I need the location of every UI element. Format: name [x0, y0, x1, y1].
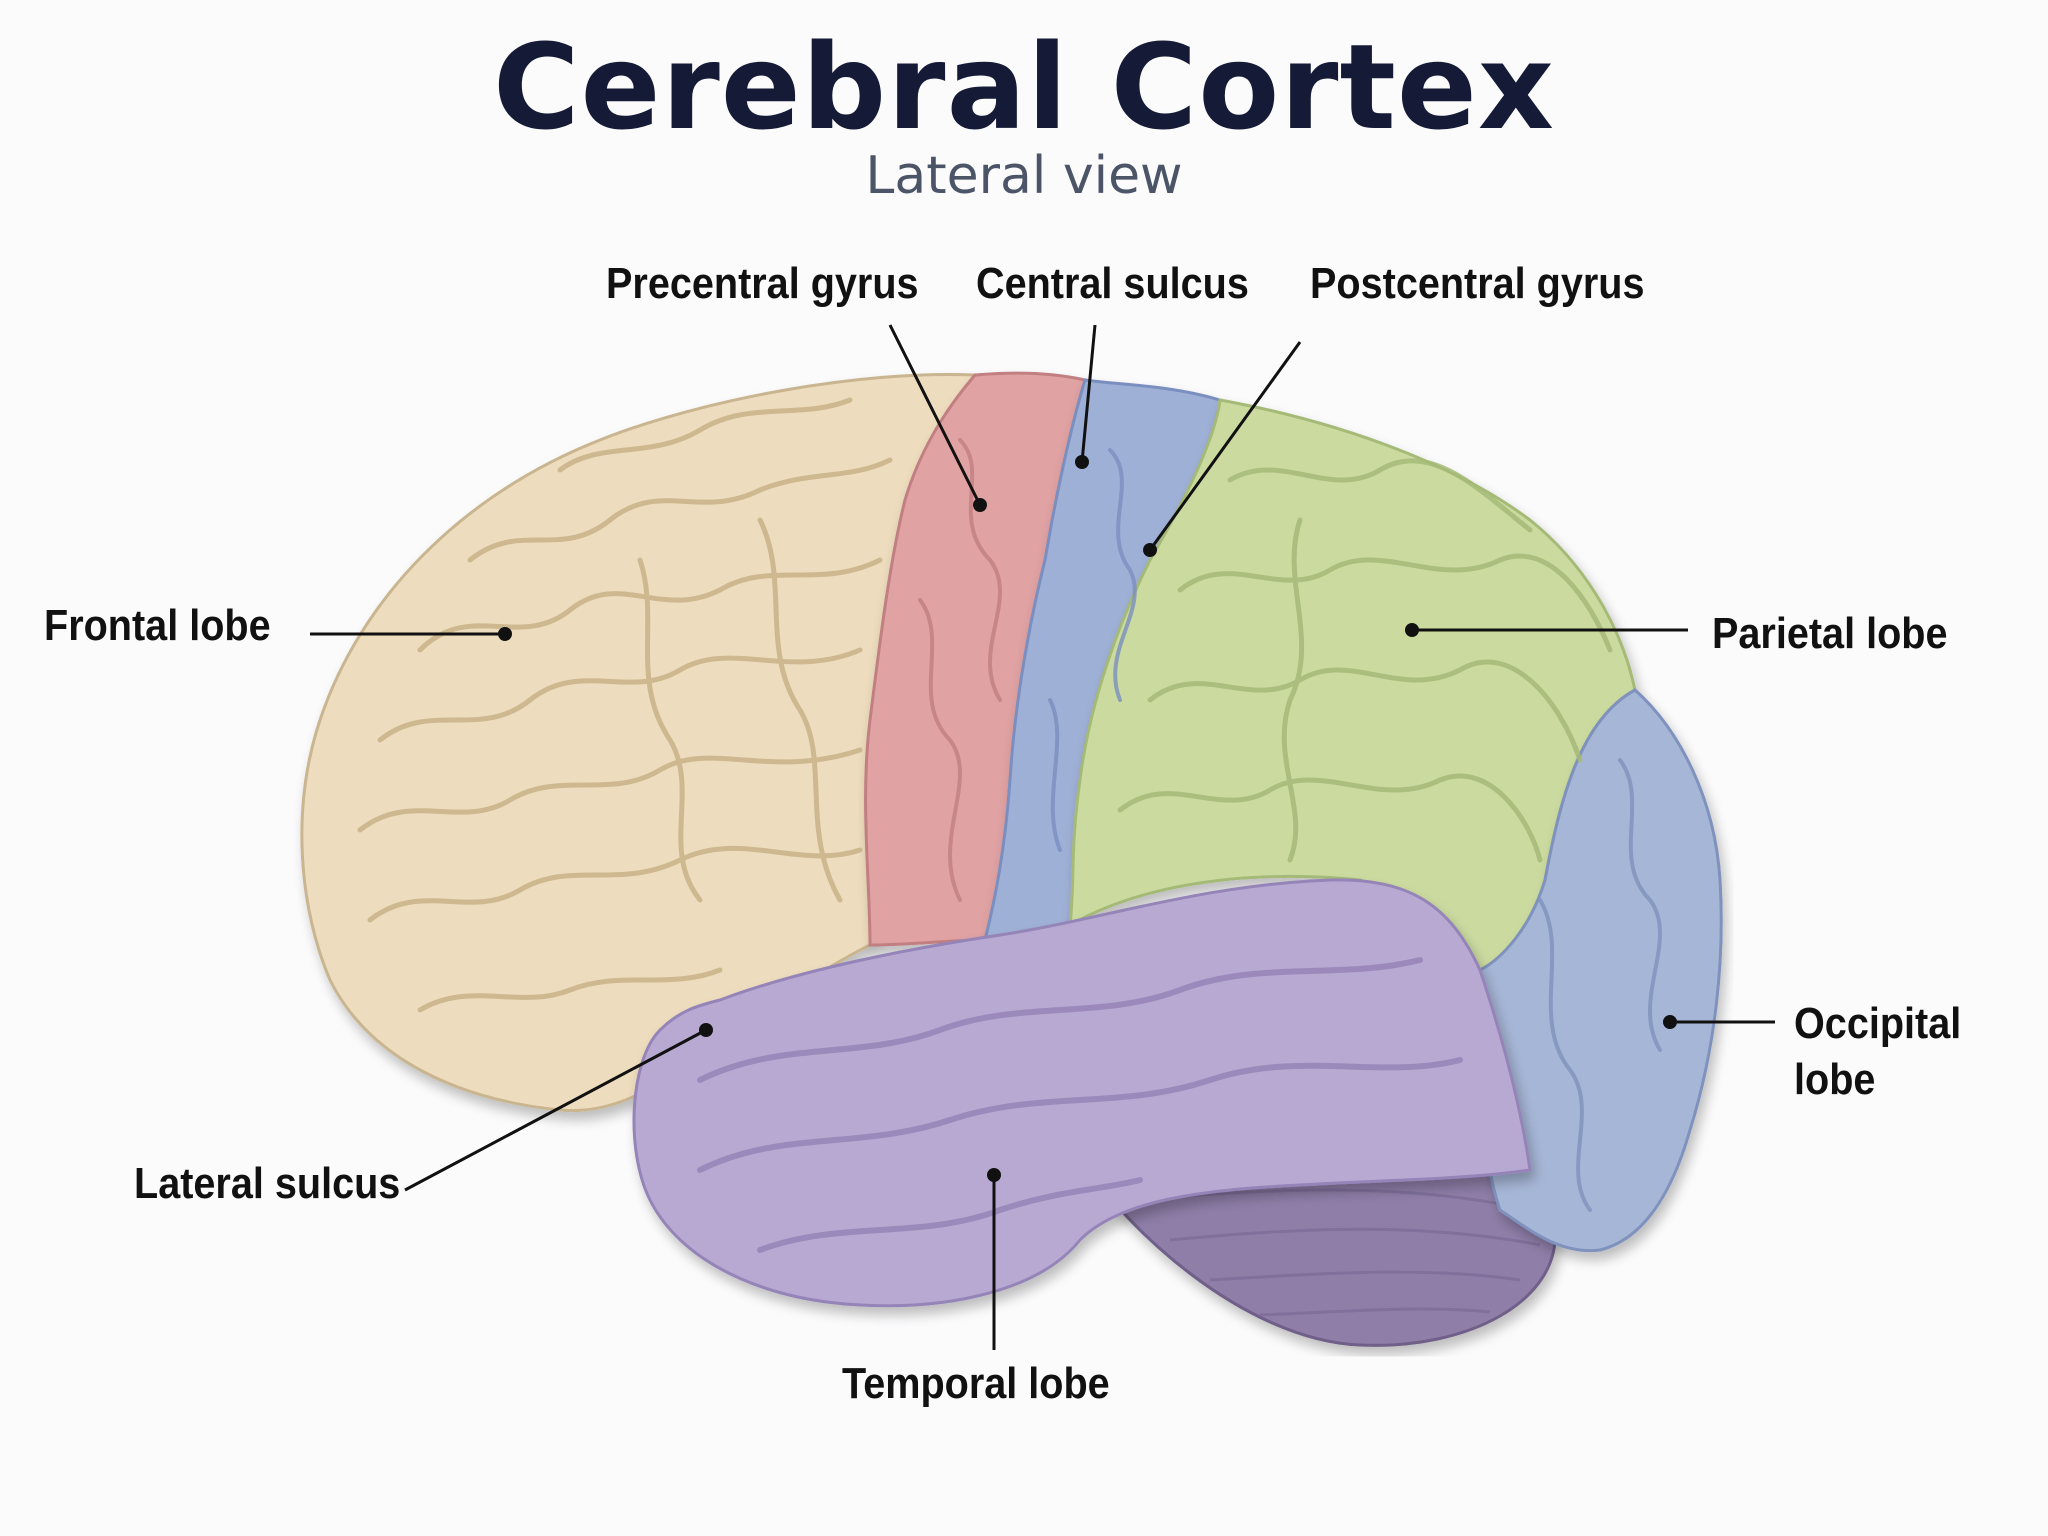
- label-postcentral-gyrus: Postcentral gyrus: [1310, 259, 1645, 308]
- parietal-gyri-texture: [1117, 458, 1613, 863]
- leader-line-lateral-sulcus: [404, 1028, 707, 1192]
- leader-dot-frontal: [498, 627, 512, 641]
- diagram-title: Cerebral Cortex: [492, 18, 1556, 156]
- leader-lines: [310, 324, 1775, 1350]
- label-central-sulcus: Central sulcus: [976, 259, 1249, 308]
- label-occipital-lobe: Occipital lobe: [1794, 999, 1962, 1105]
- precentral-gyri-texture: [918, 438, 1002, 902]
- leader-dot-occipital: [1663, 1015, 1677, 1029]
- frontal-gyri-texture: [357, 397, 893, 1013]
- leader-line-postcentral: [1148, 341, 1302, 551]
- label-parietal-lobe: Parietal lobe: [1712, 609, 1948, 658]
- label-precentral-gyrus: Precentral gyrus: [606, 259, 919, 308]
- temporal-lobe-region: [632, 878, 1532, 1308]
- postcentral-gyri-texture: [1048, 448, 1137, 852]
- label-temporal-lobe: Temporal lobe: [842, 1359, 1110, 1408]
- temporal-gyri-texture: [697, 957, 1463, 1253]
- label-frontal-lobe: Frontal lobe: [44, 601, 271, 650]
- label-occipital-line1: Occipital: [1794, 999, 1962, 1048]
- leader-dot-postcentral: [1143, 543, 1157, 557]
- leader-line-central-sulcus: [1080, 324, 1097, 463]
- leader-dot-lateral-sulcus: [699, 1023, 713, 1037]
- leader-dot-parietal: [1405, 623, 1419, 637]
- label-occipital-line2: lobe: [1794, 1055, 1876, 1105]
- occipital-gyri-texture: [1538, 758, 1662, 1212]
- label-lateral-sulcus: Lateral sulcus: [134, 1159, 401, 1208]
- occipital-lobe-region: [1476, 688, 1723, 1253]
- leader-dot-central-sulcus: [1075, 455, 1089, 469]
- leader-line-precentral: [888, 324, 982, 506]
- leader-dot-precentral: [973, 498, 987, 512]
- diagram-subtitle: Lateral view: [865, 146, 1183, 206]
- leader-dots: [498, 455, 1677, 1182]
- leader-dot-temporal: [987, 1168, 1001, 1182]
